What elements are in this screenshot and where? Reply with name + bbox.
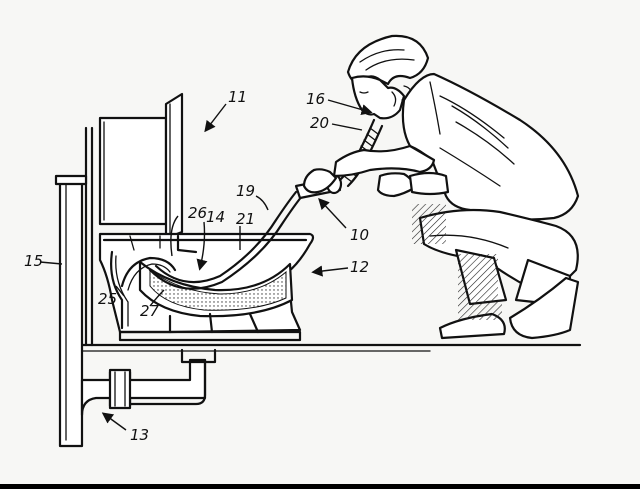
- floor: [58, 343, 582, 352]
- stack-pipe: [54, 174, 88, 448]
- ref-label-27: 27: [140, 302, 160, 320]
- bottom-border: [0, 484, 640, 489]
- ref-label-21: 21: [236, 210, 255, 228]
- ref-label-10: 10: [350, 226, 369, 244]
- ref-label-12: 12: [350, 258, 369, 276]
- wall: [84, 126, 94, 347]
- ref-label-15: 15: [24, 252, 43, 270]
- toilet-bowl: [98, 232, 315, 342]
- leader-lines: [39, 99, 373, 431]
- ref-label-16: 16: [306, 90, 325, 108]
- drain-pipe: [80, 348, 217, 417]
- flexible-hose: [148, 190, 304, 290]
- ref-label-25: 25: [98, 290, 117, 308]
- toilet-tank: [98, 92, 184, 240]
- ref-label-20: 20: [310, 114, 329, 132]
- person: [302, 34, 580, 340]
- reference-numerals: 11 16 20 19 26 14 21 10 12 15 25 27 13: [24, 88, 369, 444]
- ref-label-13: 13: [130, 426, 149, 444]
- ref-label-11: 11: [228, 88, 247, 106]
- ref-label-14: 14: [206, 208, 225, 226]
- ref-label-19: 19: [236, 182, 255, 200]
- ref-label-26: 26: [188, 204, 207, 222]
